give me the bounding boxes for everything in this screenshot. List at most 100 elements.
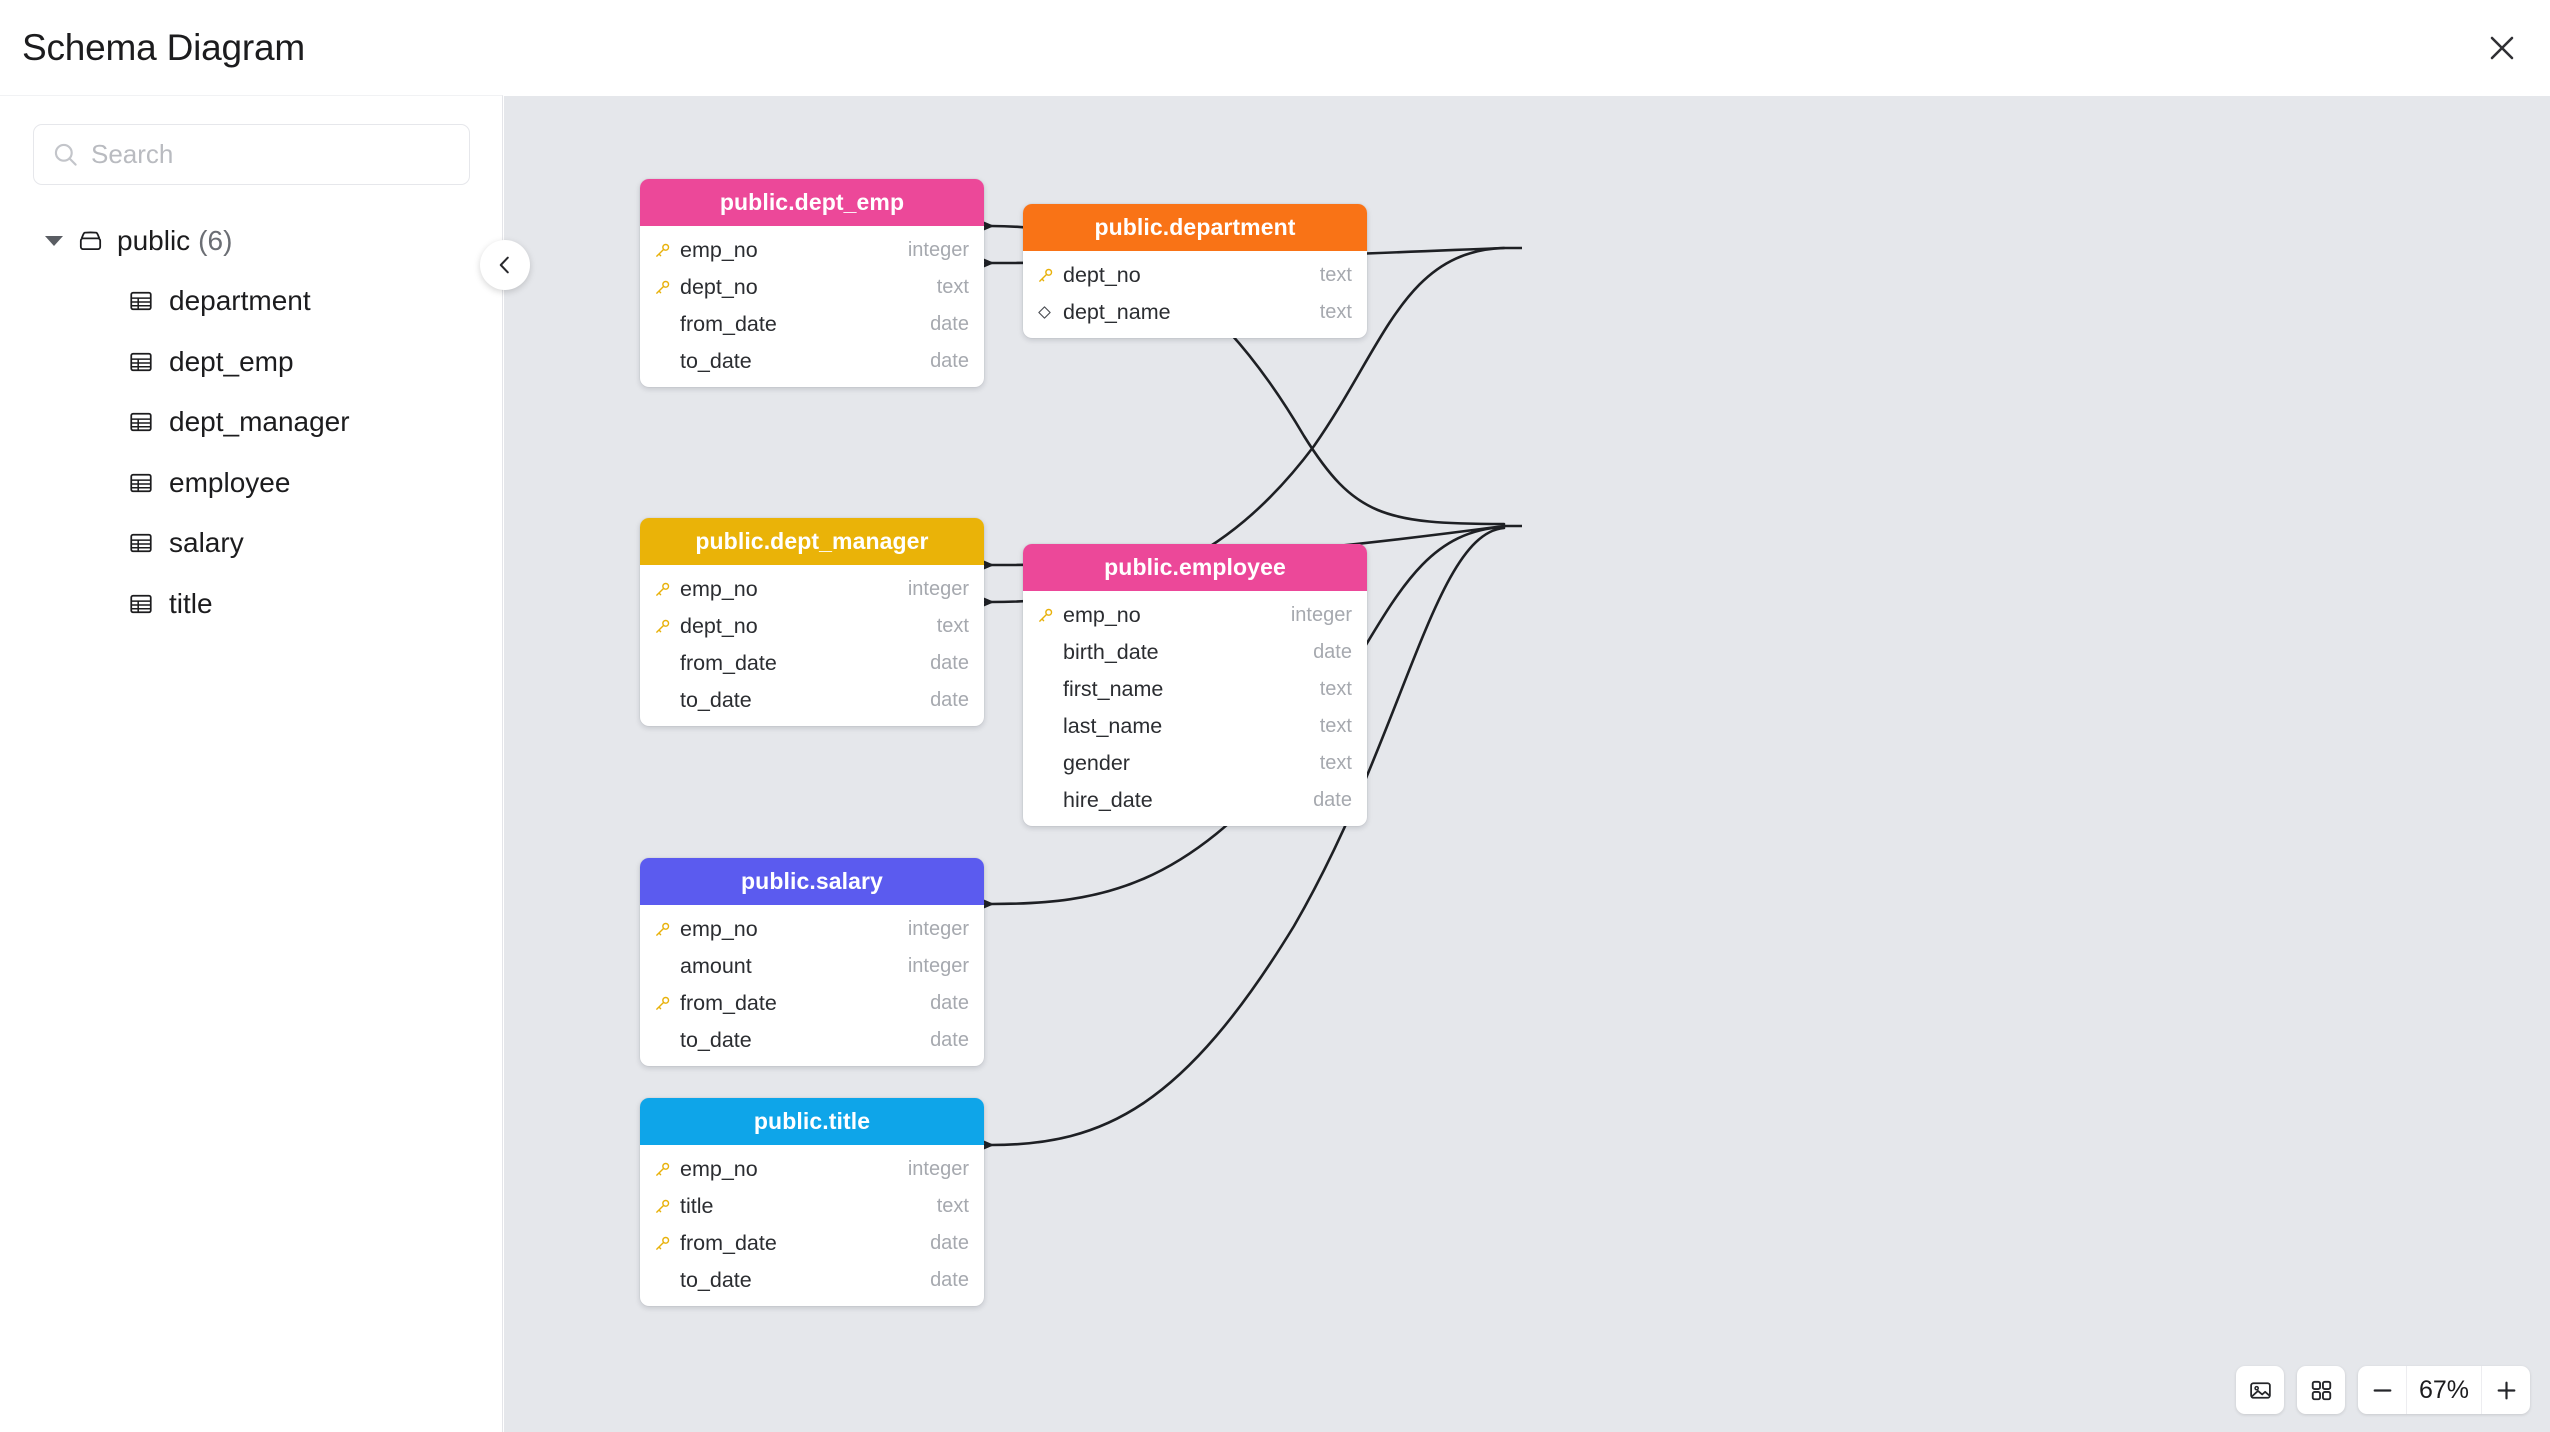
page-title: Schema Diagram	[22, 26, 306, 68]
field-type: date	[1313, 789, 1352, 811]
sidebar-item-label: department	[169, 285, 311, 317]
sidebar-item-department[interactable]: department	[0, 271, 503, 332]
primary-key-icon	[654, 1198, 676, 1215]
table-node-salary[interactable]: public.salary emp_no integer amount inte…	[640, 858, 984, 1066]
field-name: from_date	[680, 1231, 777, 1255]
chevron-left-icon	[499, 256, 509, 274]
auto-layout-button[interactable]	[2297, 1366, 2345, 1414]
field-row[interactable]: to_date date	[640, 343, 984, 380]
table-node-header[interactable]: public.dept_emp	[640, 179, 984, 226]
field-type: text	[1319, 264, 1352, 286]
table-node-fields: emp_no integer dept_no text from_date da…	[640, 226, 984, 387]
field-row[interactable]: to_date date	[640, 1022, 984, 1059]
table-node-dept_emp[interactable]: public.dept_emp emp_no integer dept_no t…	[640, 179, 984, 387]
sidebar-item-schema-public[interactable]: public (6)	[0, 211, 503, 271]
field-name: emp_no	[680, 1157, 758, 1181]
table-node-title[interactable]: public.title emp_no integer title text	[640, 1098, 984, 1306]
field-type: text	[1319, 678, 1352, 700]
table-node-header[interactable]: public.title	[640, 1098, 984, 1145]
diagram-canvas[interactable]: public.dept_emp emp_no integer dept_no t…	[504, 96, 2550, 1432]
table-node-department[interactable]: public.department dept_no text dept_name…	[1023, 204, 1367, 338]
field-type: integer	[907, 918, 969, 940]
chevron-down-icon[interactable]	[45, 236, 63, 246]
primary-key-icon	[654, 921, 676, 938]
field-type: date	[930, 1269, 969, 1291]
field-type: integer	[907, 1158, 969, 1180]
field-name: to_date	[680, 349, 752, 373]
table-icon	[130, 292, 152, 311]
table-node-dept_manager[interactable]: public.dept_manager emp_no integer dept_…	[640, 518, 984, 726]
field-row[interactable]: gender text	[1023, 745, 1367, 782]
table-node-title: public.salary	[741, 868, 883, 894]
field-row[interactable]: last_name text	[1023, 708, 1367, 745]
zoom-in-button[interactable]	[2482, 1366, 2530, 1414]
table-node-fields: emp_no integer amount integer from_date …	[640, 905, 984, 1066]
table-node-header[interactable]: public.dept_manager	[640, 518, 984, 565]
field-name: dept_name	[1063, 300, 1171, 324]
field-row[interactable]: emp_no integer	[640, 911, 984, 948]
field-type: date	[930, 313, 969, 335]
field-row[interactable]: birth_date date	[1023, 634, 1367, 671]
field-row[interactable]: title text	[640, 1188, 984, 1225]
table-icon	[130, 594, 152, 613]
field-name: title	[680, 1194, 714, 1218]
field-row[interactable]: first_name text	[1023, 671, 1367, 708]
zoom-level-value[interactable]: 67%	[2406, 1366, 2482, 1414]
field-name: from_date	[680, 651, 777, 675]
field-name: gender	[1063, 751, 1130, 775]
field-type: text	[1319, 715, 1352, 737]
field-name: dept_no	[680, 614, 758, 638]
table-node-header[interactable]: public.department	[1023, 204, 1367, 251]
field-type: date	[930, 992, 969, 1014]
field-row[interactable]: from_date date	[640, 645, 984, 682]
field-row[interactable]: from_date date	[640, 1225, 984, 1262]
close-icon[interactable]	[2476, 22, 2528, 74]
primary-key-icon	[1037, 607, 1059, 624]
field-row[interactable]: amount integer	[640, 948, 984, 985]
sidebar-item-employee[interactable]: employee	[0, 453, 503, 514]
table-node-title: public.dept_manager	[695, 528, 929, 554]
viewport-toolbar: 67%	[2236, 1366, 2530, 1414]
field-name: emp_no	[680, 238, 758, 262]
export-image-button[interactable]	[2236, 1366, 2284, 1414]
sidebar-collapse-button[interactable]	[480, 240, 530, 290]
field-type: text	[1319, 752, 1352, 774]
field-type: integer	[1290, 604, 1352, 626]
field-row[interactable]: dept_no text	[640, 269, 984, 306]
field-row[interactable]: hire_date date	[1023, 782, 1367, 819]
field-row[interactable]: emp_no integer	[640, 571, 984, 608]
field-type: text	[936, 1195, 969, 1217]
table-node-employee[interactable]: public.employee emp_no integer birth_dat…	[1023, 544, 1367, 826]
field-row[interactable]: from_date date	[640, 985, 984, 1022]
table-node-header[interactable]: public.employee	[1023, 544, 1367, 591]
field-row[interactable]: to_date date	[640, 682, 984, 719]
field-row[interactable]: dept_no text	[640, 608, 984, 645]
field-name: emp_no	[680, 577, 758, 601]
table-node-fields: dept_no text dept_name text	[1023, 251, 1367, 338]
field-row[interactable]: emp_no integer	[1023, 597, 1367, 634]
sidebar-item-dept_emp[interactable]: dept_emp	[0, 332, 503, 393]
sidebar-item-dept_manager[interactable]: dept_manager	[0, 392, 503, 453]
field-row[interactable]: from_date date	[640, 306, 984, 343]
field-name: last_name	[1063, 714, 1163, 738]
search-input[interactable]	[91, 139, 451, 170]
field-type: integer	[907, 578, 969, 600]
field-name: to_date	[680, 1028, 752, 1052]
table-node-header[interactable]: public.salary	[640, 858, 984, 905]
sidebar-item-label: dept_emp	[169, 345, 294, 377]
image-icon	[2249, 1381, 2271, 1399]
sidebar-item-salary[interactable]: salary	[0, 513, 503, 574]
search-box[interactable]	[33, 124, 470, 185]
sidebar-item-title[interactable]: title	[0, 574, 503, 635]
field-name: emp_no	[1063, 603, 1141, 627]
field-row[interactable]: dept_name text	[1023, 294, 1367, 331]
field-type: integer	[907, 955, 969, 977]
field-row[interactable]: dept_no text	[1023, 257, 1367, 294]
table-node-title: public.dept_emp	[719, 189, 905, 215]
zoom-out-button[interactable]	[2358, 1366, 2406, 1414]
field-row[interactable]: emp_no integer	[640, 1151, 984, 1188]
field-row[interactable]: emp_no integer	[640, 232, 984, 269]
field-row[interactable]: to_date date	[640, 1262, 984, 1299]
field-type: date	[930, 1232, 969, 1254]
primary-key-icon	[654, 995, 676, 1012]
